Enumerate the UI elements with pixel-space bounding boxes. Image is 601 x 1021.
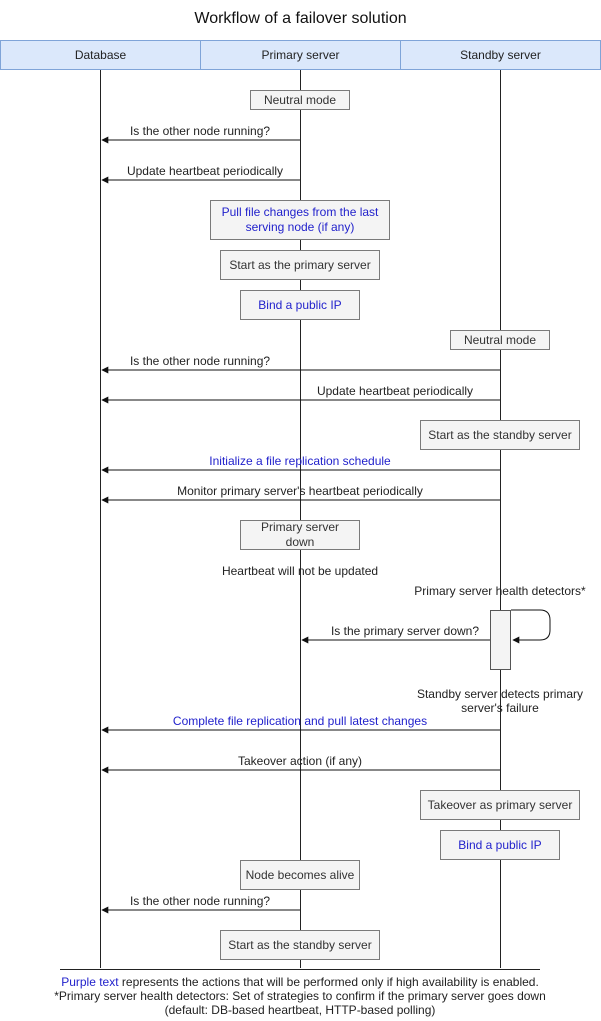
message-label-m8: Complete file replication and pull lates… [172, 714, 428, 728]
state-box-start-as-standby-again: Start as the standby server [220, 930, 380, 960]
state-box-start-as-primary: Start as the primary server [220, 250, 380, 280]
self-loop-arrow [511, 609, 551, 644]
lifeline-database [100, 70, 101, 968]
footer-legend: Purple text represents the actions that … [40, 975, 560, 1017]
footer-line-1: Purple text represents the actions that … [40, 975, 560, 989]
message-label-m4: Update heartbeat periodically [316, 384, 474, 398]
message-label-m3: Is the other node running? [129, 354, 271, 368]
activation-bar-health-detectors [490, 610, 511, 670]
footer-purple-text: Purple text [61, 975, 119, 989]
state-box-takeover-as-primary: Takeover as primary server [420, 790, 580, 820]
action-box-bind-public-ip-primary: Bind a public IP [240, 290, 360, 320]
note-heartbeat-not-updated: Heartbeat will not be updated [221, 564, 379, 578]
state-box-neutral-mode-primary: Neutral mode [250, 90, 350, 110]
lane-header-standby-server: Standby server [400, 40, 601, 70]
action-box-bind-public-ip-standby: Bind a public IP [440, 830, 560, 860]
state-box-neutral-mode-standby: Neutral mode [450, 330, 550, 350]
lifeline-standby-server [500, 70, 501, 968]
message-label-m10: Is the other node running? [129, 894, 271, 908]
state-box-primary-server-down: Primary server down [240, 520, 360, 550]
footer-line-2: *Primary server health detectors: Set of… [54, 989, 546, 1017]
lifeline-primary-server [300, 70, 301, 968]
message-label-m1: Is the other node running? [129, 124, 271, 138]
message-label-m5: Initialize a file replication schedule [209, 454, 391, 468]
footer-divider [60, 969, 540, 970]
state-box-node-becomes-alive: Node becomes alive [240, 860, 360, 890]
message-label-m6: Monitor primary server's heartbeat perio… [177, 484, 423, 498]
footer-line-1-rest: represents the actions that will be perf… [118, 975, 539, 989]
message-label-m9: Takeover action (if any) [237, 754, 363, 768]
diagram-title: Workflow of a failover solution [194, 10, 407, 27]
note-standby-detects-failure: Standby server detects primary server's … [416, 687, 584, 715]
state-box-start-as-standby: Start as the standby server [420, 420, 580, 450]
action-box-pull-file-changes: Pull file changes from the last serving … [210, 200, 390, 240]
message-label-m2: Update heartbeat periodically [126, 164, 284, 178]
message-label-m7: Is the primary server down? [330, 624, 480, 638]
note-health-detectors: Primary server health detectors* [414, 584, 586, 598]
